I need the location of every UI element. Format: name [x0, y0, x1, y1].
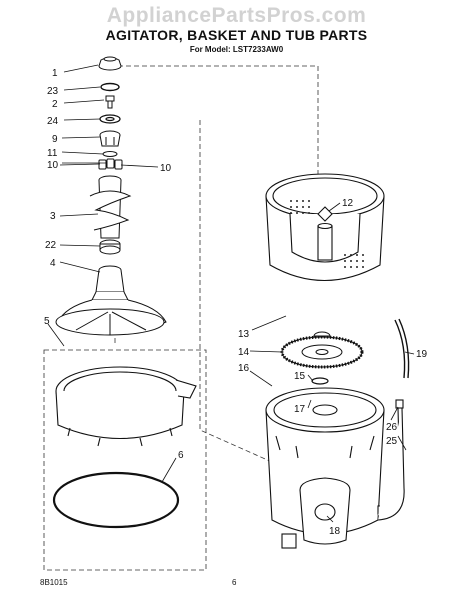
outer-tub	[265, 387, 385, 549]
callout-10-right: 10	[160, 163, 172, 174]
agitator-base	[55, 265, 167, 336]
cam-seal	[102, 151, 118, 157]
washer	[99, 114, 121, 124]
callout-24: 24	[47, 116, 59, 127]
callout-16: 16	[238, 363, 250, 374]
callout-25: 25	[386, 436, 398, 447]
wash-basket	[265, 173, 385, 281]
tub-ring	[55, 366, 197, 447]
callout-14: 14	[238, 347, 250, 358]
callout-15: 15	[294, 371, 306, 382]
callout-11: 11	[47, 148, 58, 159]
agitator-auger	[89, 175, 132, 239]
model-subtitle: For Model: LST7233AW0	[189, 45, 284, 54]
bolt	[105, 95, 115, 109]
agitator-bearing	[99, 239, 121, 255]
diagram-title: AGITATOR, BASKET AND TUB PARTS	[105, 27, 368, 43]
drain-hose	[394, 318, 410, 379]
callout-3: 3	[50, 211, 56, 222]
callout-26: 26	[386, 422, 398, 433]
agitator-dogs	[98, 158, 123, 170]
callout-19: 19	[416, 349, 428, 360]
callout-18: 18	[329, 526, 341, 537]
agitator-cap	[98, 56, 122, 71]
callout-17: 17	[294, 404, 306, 415]
callout-12: 12	[342, 198, 354, 209]
callout-22: 22	[45, 240, 57, 251]
callout-5: 5	[44, 316, 50, 327]
callout-leaders	[47, 64, 415, 523]
callout-10-left: 10	[47, 160, 59, 171]
callout-23: 23	[47, 86, 59, 97]
callout-1: 1	[52, 68, 58, 79]
tub-ring-gasket	[52, 471, 180, 529]
pressure-tube	[377, 399, 405, 521]
retaining-ring	[100, 82, 120, 92]
callout-6: 6	[178, 450, 184, 461]
page-number: 6	[232, 578, 237, 587]
agitator-cam	[99, 130, 121, 147]
watermark: AppliancePartsPros.com	[106, 4, 367, 27]
basket-hub-plate	[280, 335, 364, 369]
callout-4: 4	[50, 258, 56, 269]
callout-2: 2	[52, 99, 58, 110]
callout-9: 9	[52, 134, 58, 145]
document-code: 8B1015	[40, 578, 68, 587]
callout-13: 13	[238, 329, 250, 340]
tub-ring-group-box	[43, 349, 207, 571]
callout-labels: 1 23 2 24 9 11 10 10 3 22 4 5 6 12 13 14…	[44, 68, 428, 537]
